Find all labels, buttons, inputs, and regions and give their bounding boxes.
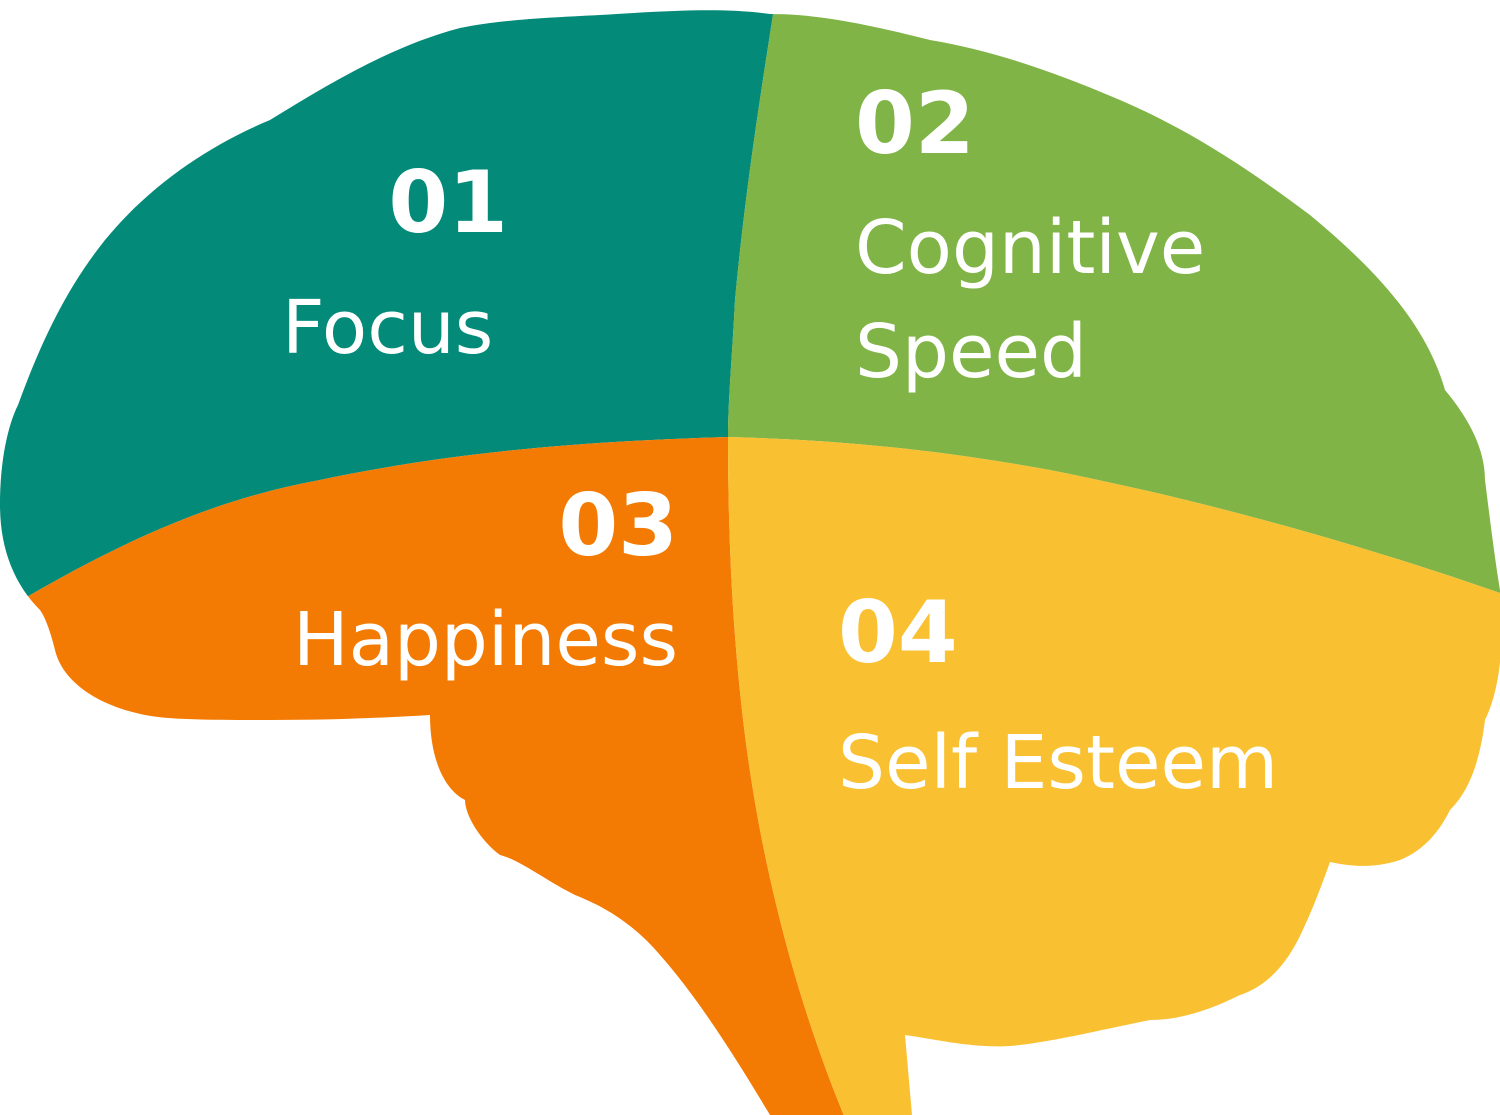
segment-label-cognitive: Cognitive xyxy=(855,205,1205,291)
segment-label-self-esteem: Self Esteem xyxy=(838,720,1278,806)
segment-number-03: 03 xyxy=(558,476,678,576)
segment-number-01: 01 xyxy=(388,153,508,253)
segment-label-speed: Speed xyxy=(855,309,1087,395)
segment-label-happiness: Happiness xyxy=(293,597,678,683)
segment-label-focus: Focus xyxy=(282,285,493,371)
segment-number-02: 02 xyxy=(855,74,975,174)
segment-number-04: 04 xyxy=(838,583,958,683)
